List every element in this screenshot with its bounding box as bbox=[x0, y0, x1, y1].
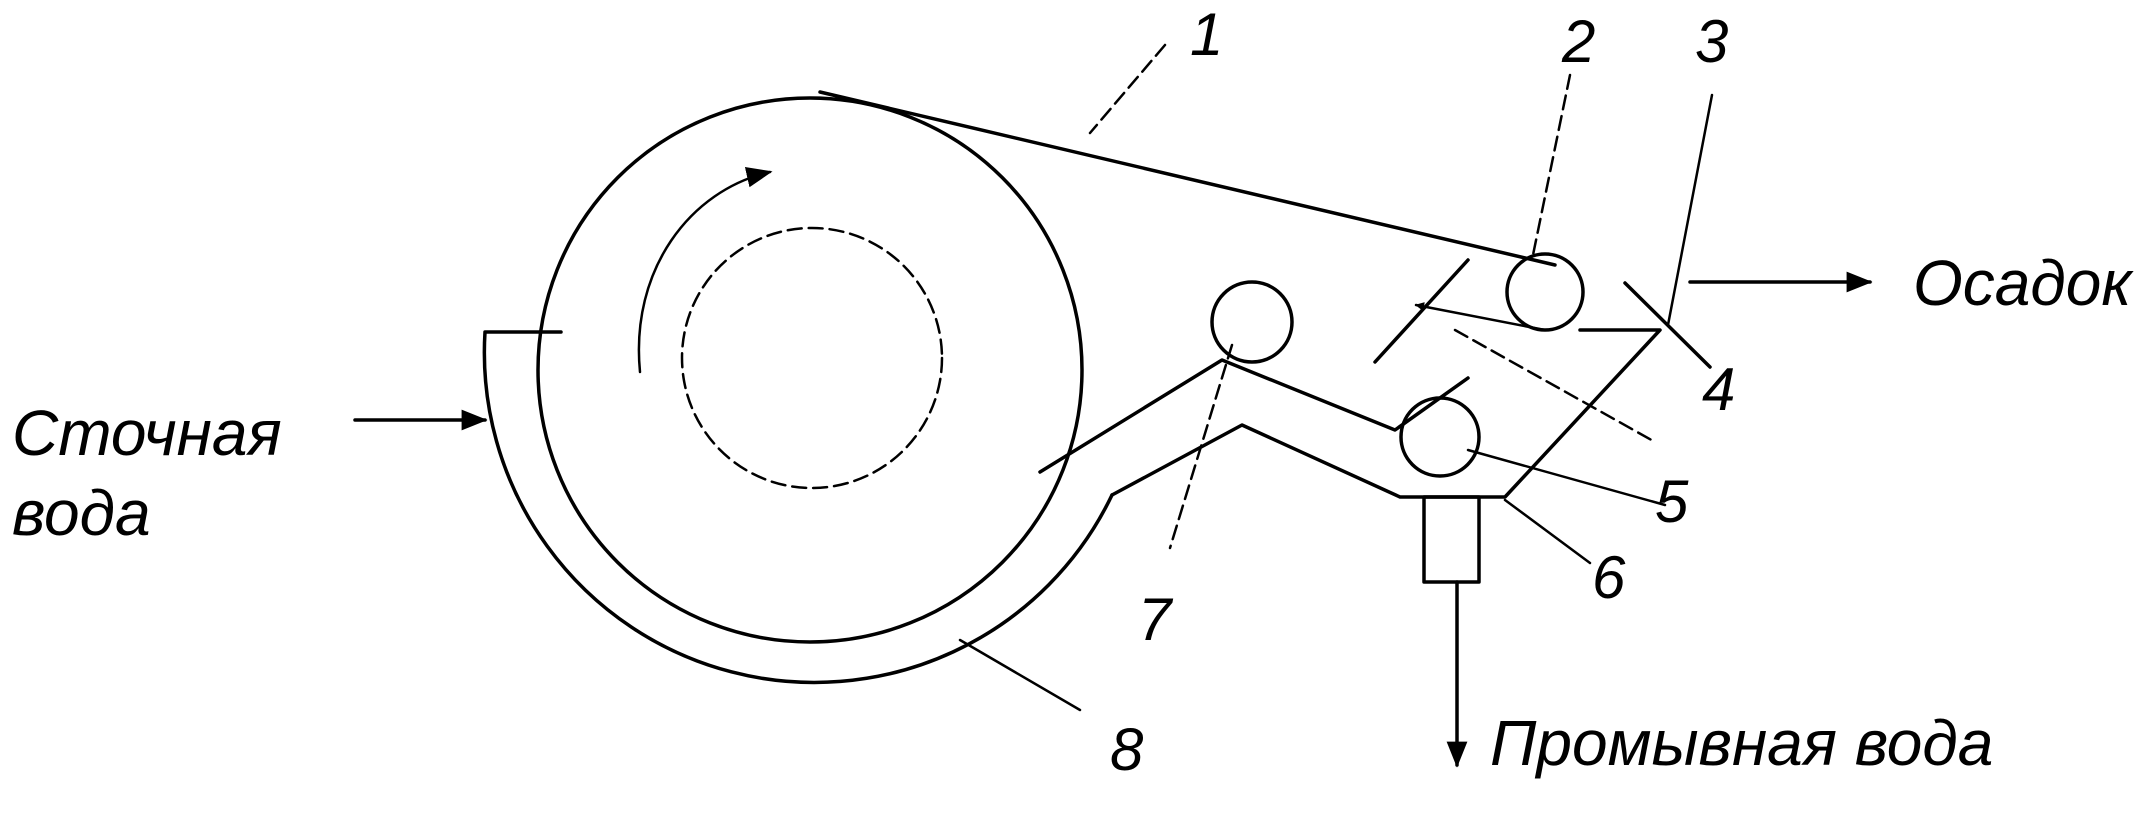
callout-4: 4 bbox=[1702, 356, 1735, 423]
leader-8 bbox=[958, 638, 1082, 712]
callout-8: 8 bbox=[1110, 716, 1144, 783]
label-sediment: Осадок bbox=[1913, 247, 2134, 319]
leader-1 bbox=[1088, 43, 1167, 135]
roller-5 bbox=[1399, 396, 1481, 478]
trough bbox=[482, 330, 1114, 685]
wash-shield bbox=[1373, 258, 1470, 364]
leader-4 bbox=[1453, 328, 1657, 444]
drain-pipe bbox=[1422, 495, 1481, 584]
roller-2 bbox=[1505, 252, 1585, 332]
roller-7 bbox=[1210, 280, 1294, 364]
wash-spray-arrow bbox=[1414, 302, 1547, 332]
callout-6: 6 bbox=[1592, 544, 1626, 611]
leader-6 bbox=[1503, 498, 1592, 565]
leader-7 bbox=[1168, 343, 1234, 550]
rotation-arrow bbox=[637, 167, 773, 374]
filter-belt-top bbox=[818, 90, 1557, 267]
callout-7: 7 bbox=[1138, 586, 1174, 653]
drum-inner bbox=[680, 226, 944, 490]
label-wash-water: Промывная вода bbox=[1490, 707, 1993, 779]
drum-outer bbox=[536, 96, 1084, 644]
callout-1: 1 bbox=[1190, 1, 1223, 68]
leader-5 bbox=[1466, 448, 1667, 507]
filter-belt-lower bbox=[1038, 358, 1470, 474]
label-inflow-line1: Сточная bbox=[12, 397, 282, 469]
callout-5: 5 bbox=[1655, 468, 1689, 535]
callout-2: 2 bbox=[1561, 8, 1595, 75]
leader-3 bbox=[1666, 93, 1714, 327]
callout-3: 3 bbox=[1695, 8, 1728, 75]
leader-2 bbox=[1531, 73, 1572, 257]
label-inflow-line2: вода bbox=[12, 477, 151, 549]
